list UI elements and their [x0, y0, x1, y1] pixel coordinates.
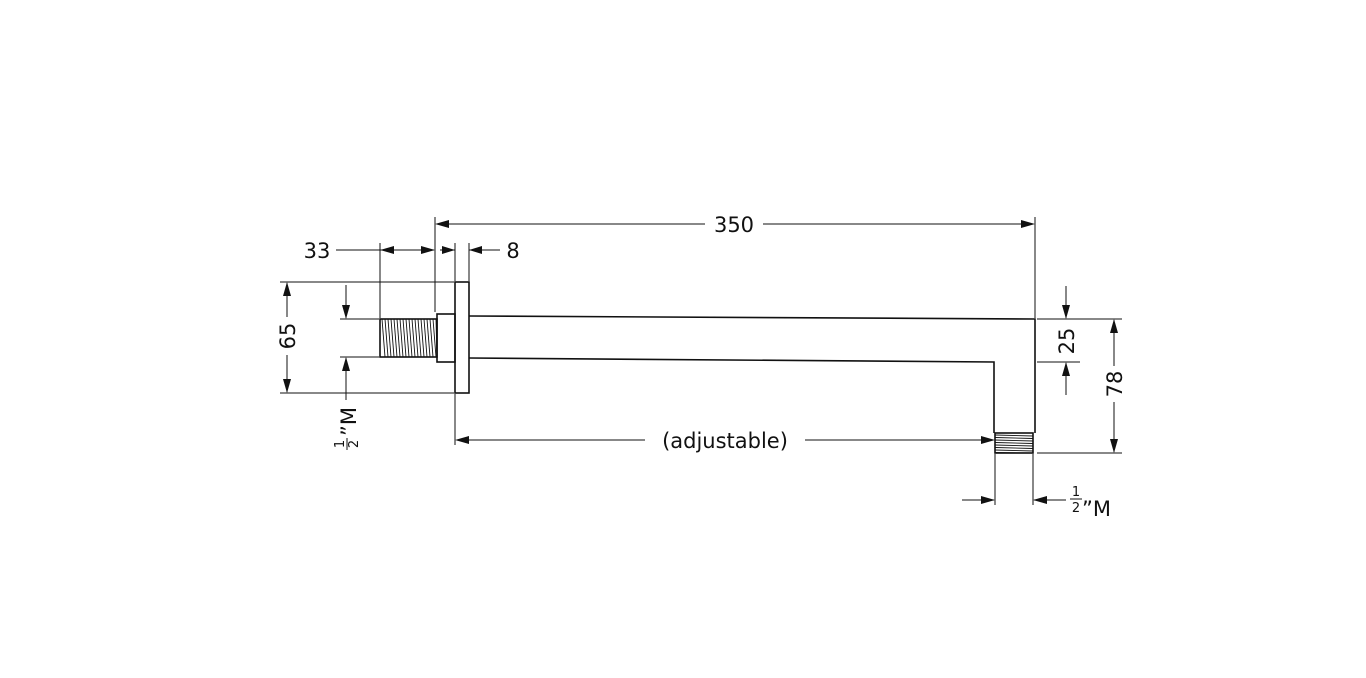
thread-line	[399, 318, 404, 358]
thread-line	[381, 318, 386, 358]
thread-line	[405, 318, 410, 358]
thread-line	[994, 434, 1034, 437]
thread-line	[417, 318, 422, 358]
dimension-label-25: 25	[1055, 328, 1079, 355]
outlet-thread-hatch	[994, 434, 1034, 454]
dimension-flange-height: 65	[276, 282, 300, 393]
thread-line	[408, 318, 413, 358]
inlet-thread-denominator: 2	[347, 440, 362, 448]
thread-line	[420, 318, 425, 358]
thread-line	[414, 318, 419, 358]
dimension-label-78: 78	[1103, 371, 1127, 398]
dimension-overall-length: 350	[435, 213, 1035, 237]
thread-collar	[436, 313, 456, 363]
dimension-label-8: 8	[506, 239, 519, 263]
wall-flange	[454, 281, 470, 394]
inlet-thread-hatch	[381, 318, 438, 358]
inlet-thread-suffix: ”M	[337, 407, 361, 436]
arm-outline	[468, 315, 1036, 433]
thread-line	[432, 318, 437, 358]
thread-line	[402, 318, 407, 358]
inlet-thread-numerator: 1	[333, 440, 348, 448]
arm-lower-edge	[468, 357, 995, 433]
dimension-outlet-thread: 1 2 ”M	[962, 485, 1111, 521]
thread-line	[994, 452, 1034, 454]
thread-line	[411, 318, 416, 358]
thread-line	[390, 318, 395, 358]
thread-line	[393, 318, 398, 358]
thread-line	[994, 442, 1034, 444]
dimension-adjustable: (adjustable)	[455, 429, 995, 453]
thread-line	[384, 318, 389, 358]
thread-line	[994, 444, 1034, 447]
dimension-label-33: 33	[304, 239, 331, 263]
outlet-thread-denominator: 2	[1072, 501, 1080, 516]
dimension-total-drop: 78	[1103, 319, 1127, 453]
dimension-label-65: 65	[276, 323, 300, 350]
dimension-inlet-thread: 1 2 ”M	[333, 285, 362, 450]
dimension-arm-height: 25	[1055, 286, 1079, 395]
dimension-label-350: 350	[714, 213, 754, 237]
outlet-thread-numerator: 1	[1072, 485, 1080, 500]
extension-lines	[280, 217, 1122, 505]
thread-line	[396, 318, 401, 358]
shower-arm-outline	[379, 281, 1036, 454]
thread-line	[994, 449, 1034, 452]
thread-line	[387, 318, 392, 358]
thread-line	[426, 318, 431, 358]
thread-line	[423, 318, 428, 358]
thread-line	[994, 439, 1034, 442]
dimension-thread-length: 33	[304, 239, 435, 263]
dimension-label-adjustable: (adjustable)	[662, 429, 788, 453]
thread-line	[994, 437, 1034, 439]
thread-line	[994, 447, 1034, 449]
outlet-thread-suffix: ”M	[1082, 497, 1111, 521]
thread-line	[429, 318, 434, 358]
dimension-flange-thickness: 8	[440, 239, 520, 263]
